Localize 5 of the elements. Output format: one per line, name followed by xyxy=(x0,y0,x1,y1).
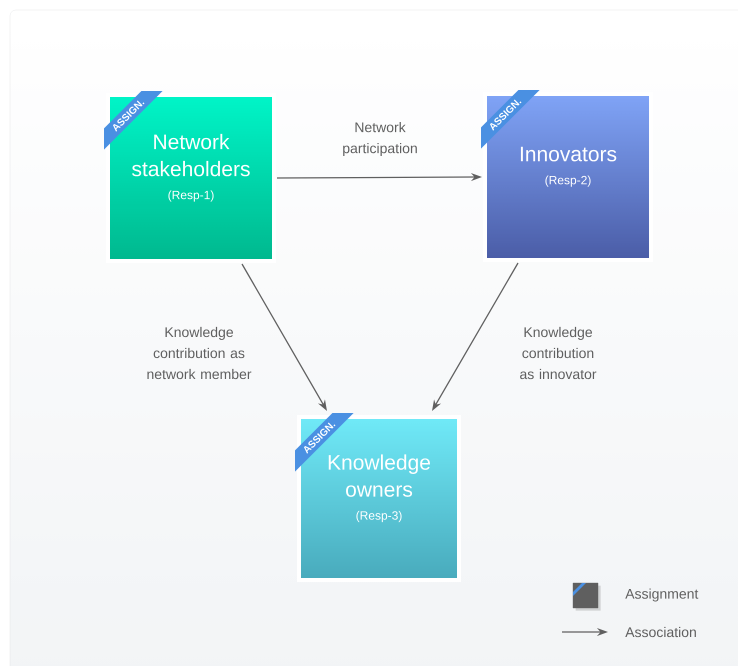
legend-label: Assignment xyxy=(625,588,698,602)
legend-label: Association xyxy=(625,626,696,638)
edge-label: Knowledge contribution as network member xyxy=(147,326,252,380)
edge-label: Knowledge contribution as innovator xyxy=(520,326,596,380)
edge-label: Network participation xyxy=(343,122,417,156)
